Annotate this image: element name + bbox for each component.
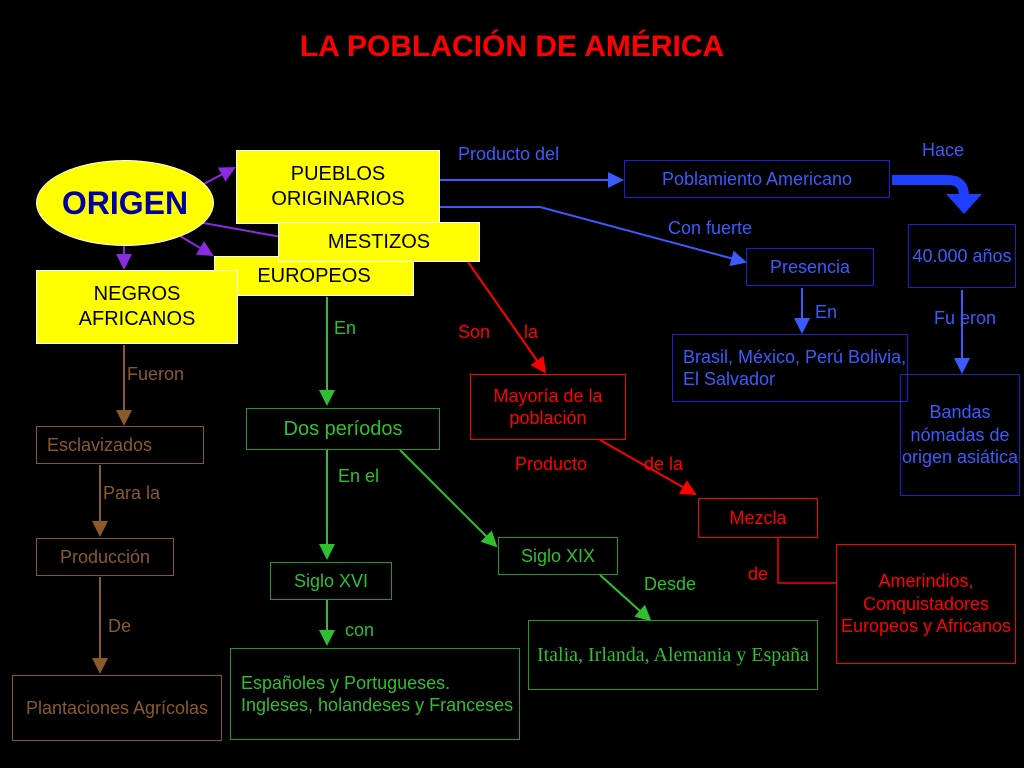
label-en-presencia: En bbox=[815, 302, 838, 322]
curved-arrow-hace bbox=[892, 175, 969, 197]
arrow-pueblos-presencia bbox=[440, 206, 747, 267]
node-dos-periodos: Dos períodos bbox=[246, 408, 440, 450]
node-europeos: EUROPEOS bbox=[214, 256, 414, 296]
node-bandas-nomadas: Bandas nómadas de origen asiática bbox=[900, 374, 1020, 496]
node-pueblos-originarios: PUEBLOS ORIGINARIOS bbox=[236, 150, 440, 224]
label-de-plantaciones: De bbox=[108, 616, 132, 636]
node-italia: Italia, Irlanda, Alemania y España bbox=[528, 620, 818, 690]
arrow-origen-europeos bbox=[179, 235, 214, 257]
node-40000-anos: 40.000 años bbox=[908, 224, 1016, 288]
label-son: Son bbox=[458, 322, 491, 342]
node-siglo-xix: Siglo XIX bbox=[498, 537, 618, 575]
page-title: LA POBLACIÓN DE AMÉRICA bbox=[299, 30, 725, 63]
node-mezcla: Mezcla bbox=[698, 498, 818, 538]
label-para-la: Para la bbox=[103, 483, 161, 503]
label-la: la bbox=[524, 322, 539, 342]
label-con-fuerte: Con fuerte bbox=[668, 218, 753, 238]
label-en-europeos: En bbox=[334, 318, 357, 338]
node-origen: ORIGEN bbox=[36, 160, 214, 246]
curved-arrow-hace-head bbox=[946, 194, 982, 214]
node-negros-africanos: NEGROS AFRICANOS bbox=[36, 270, 238, 344]
node-siglo-xvi: Siglo XVI bbox=[270, 562, 392, 600]
label-en-el: En el bbox=[338, 466, 380, 486]
node-presencia: Presencia bbox=[746, 248, 874, 286]
label-producto: Producto bbox=[515, 454, 588, 474]
arrow-siglo-xix-italia bbox=[599, 574, 652, 622]
label-de: de bbox=[748, 564, 769, 584]
node-espanoles: Españoles y Portugueses. Ingleses, holan… bbox=[230, 648, 520, 740]
label-con: con bbox=[345, 620, 375, 640]
label-desde: Desde bbox=[644, 574, 697, 594]
arrow-dos-siglo-xix bbox=[399, 449, 498, 548]
arrow-mestizos-mayoria bbox=[467, 261, 547, 374]
node-poblamiento-americano: Poblamiento Americano bbox=[624, 160, 890, 198]
arrow-mayoria-mezcla bbox=[599, 439, 697, 495]
arrow-origen-pueblos bbox=[199, 167, 236, 187]
connector-mezcla-amerindios bbox=[777, 538, 836, 584]
node-mayoria-poblacion: Mayoría de la población bbox=[470, 374, 626, 440]
label-de-la: de la bbox=[644, 454, 684, 474]
label-hace: Hace bbox=[922, 140, 965, 160]
node-mestizos: MESTIZOS bbox=[278, 222, 480, 262]
label-fueron-bandas: Fu eron bbox=[934, 308, 997, 328]
label-producto-del: Producto del bbox=[458, 144, 560, 164]
node-esclavizados: Esclavizados bbox=[36, 426, 204, 464]
node-produccion: Producción bbox=[36, 538, 174, 576]
node-amerindios: Amerindios, Conquistadores Europeos y Af… bbox=[836, 544, 1016, 664]
label-fueron: Fueron bbox=[127, 364, 185, 384]
node-paises: Brasil, México, Perú Bolivia, El Salvado… bbox=[672, 334, 908, 402]
node-plantaciones-agricolas: Plantaciones Agrícolas bbox=[12, 675, 222, 741]
